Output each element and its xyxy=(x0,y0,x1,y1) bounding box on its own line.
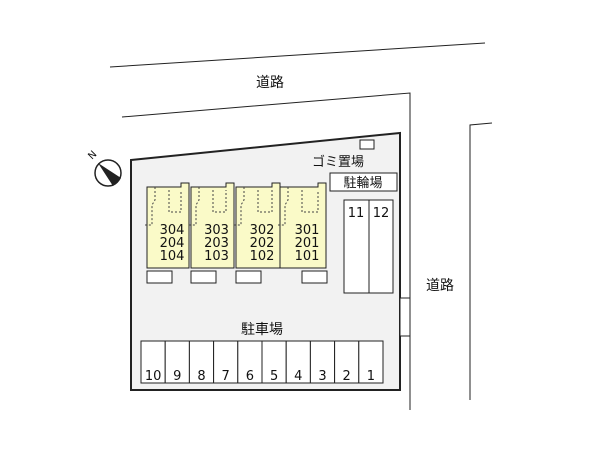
bicycle-label-box xyxy=(329,172,398,192)
parking-slot xyxy=(140,340,166,384)
unit-number: 304 xyxy=(160,223,185,238)
unit-number: 201 xyxy=(295,236,320,251)
parking-slot xyxy=(261,340,287,384)
entrance xyxy=(301,270,328,284)
parking-slot-number: 3 xyxy=(318,369,326,384)
bicycle-label: 駐輪場 xyxy=(343,175,382,191)
parking-lot: 10 9 8 7 6 5 4 3 2 1 xyxy=(140,340,384,384)
parking-slot-number: 2 xyxy=(343,369,351,384)
road-right-label: 道路 xyxy=(426,278,454,294)
parking-slot xyxy=(309,340,336,384)
parking-slot xyxy=(285,340,311,384)
road-top-label: 道路 xyxy=(256,75,284,91)
parking-slot-number: 4 xyxy=(294,369,302,384)
entrance xyxy=(235,270,262,284)
garbage-area-icon xyxy=(359,139,375,150)
compass-icon: N xyxy=(86,149,122,187)
road-edge-top xyxy=(109,42,486,68)
unit-number: 104 xyxy=(160,249,185,264)
parking-slot-number: 1 xyxy=(367,369,375,384)
entrance xyxy=(146,270,173,284)
road-edge-right xyxy=(469,122,493,400)
unit-number: 103 xyxy=(204,249,229,264)
unit-number: 204 xyxy=(160,236,185,251)
garbage-label: ゴミ置場 xyxy=(312,154,364,170)
parking-slot xyxy=(164,340,190,384)
parking-slot-number: 7 xyxy=(222,369,230,384)
unit-number: 203 xyxy=(204,236,229,251)
unit-number: 301 xyxy=(295,223,320,238)
parking-slot xyxy=(358,340,384,384)
svg-text:N: N xyxy=(86,149,99,162)
parking-slot-number: 8 xyxy=(197,369,205,384)
parking-slot-number: 5 xyxy=(270,369,278,384)
unit-number: 102 xyxy=(250,249,275,264)
unit-number: 302 xyxy=(250,223,275,238)
unit-number: 101 xyxy=(295,249,320,264)
entrance xyxy=(190,270,217,284)
unit-number: 303 xyxy=(204,223,229,238)
site-gate xyxy=(399,297,411,337)
unit-number: 202 xyxy=(250,236,275,251)
parking-slot-number: 10 xyxy=(145,369,162,384)
bicycle-slot: 11 xyxy=(348,206,365,221)
parking-slot xyxy=(213,340,239,384)
parking-slot-number: 9 xyxy=(173,369,181,384)
bicycle-slot: 12 xyxy=(373,206,390,221)
parking-slot xyxy=(237,340,263,384)
parking-slot xyxy=(334,340,360,384)
parking-slot-number: 6 xyxy=(246,369,254,384)
parking-label: 駐車場 xyxy=(241,321,283,338)
